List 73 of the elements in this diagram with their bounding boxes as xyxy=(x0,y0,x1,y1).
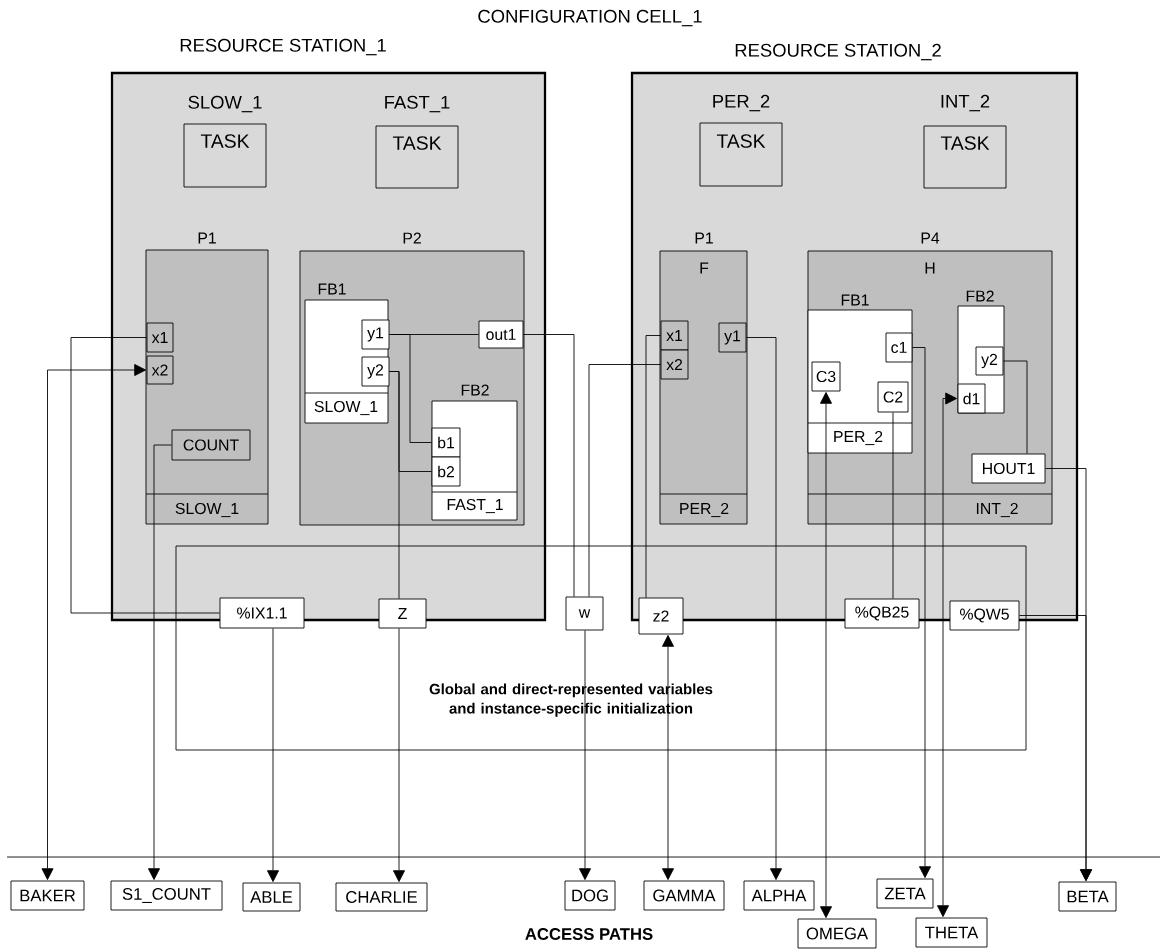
arrow xyxy=(41,364,146,881)
node-label: P1 xyxy=(695,232,713,244)
node-label: FB2 xyxy=(461,384,489,396)
port-box: x2 xyxy=(660,349,689,380)
node-label: P2 xyxy=(403,232,421,244)
arrow xyxy=(579,630,591,881)
access-path-box: THETA xyxy=(915,917,988,948)
port-box: c1 xyxy=(885,332,913,363)
variable-box: %QW5 xyxy=(949,600,1020,631)
node-label: FB1 xyxy=(318,283,346,295)
connector-line xyxy=(588,364,661,598)
arrow xyxy=(912,347,931,879)
connector-line xyxy=(645,335,661,598)
variable-box: w xyxy=(565,596,604,631)
access-path-box: DOG xyxy=(564,880,616,911)
connector-line xyxy=(523,334,575,598)
port-box: y1 xyxy=(361,319,390,350)
port-box: x2 xyxy=(146,355,174,385)
connector-line xyxy=(389,334,432,443)
port-box: C2 xyxy=(877,381,909,413)
task-box: SLOW_1 TASK xyxy=(183,95,267,188)
access-path-box: OMEGA xyxy=(797,918,877,949)
task-box: INT_2 TASK xyxy=(923,94,1007,189)
task-box: FAST_1 TASK xyxy=(375,95,459,189)
port-box: x1 xyxy=(660,320,689,351)
arrow xyxy=(937,392,958,918)
section-label: ACCESS PATHS xyxy=(525,928,653,940)
port-box: out1 xyxy=(478,320,524,349)
node-label: FAST_1 xyxy=(385,95,450,113)
port-box: y2 xyxy=(361,356,390,387)
variable-box: Z xyxy=(378,598,427,629)
node-label: FB1 xyxy=(841,294,869,306)
variable-box: COUNT xyxy=(171,429,251,461)
node-label: P4 xyxy=(921,232,940,244)
port-box: d1 xyxy=(957,383,986,414)
node-label: SLOW_1 xyxy=(188,95,262,113)
task-box: PER_2 TASK xyxy=(699,94,783,187)
connector-line xyxy=(892,412,894,599)
node-label: P1 xyxy=(198,232,216,244)
access-path-box: GAMMA xyxy=(643,880,725,911)
port-box: b1 xyxy=(431,427,461,458)
node-label: RESOURCE STATION_2 xyxy=(735,43,941,61)
node-label: RESOURCE STATION_1 xyxy=(180,38,386,56)
arrow xyxy=(820,392,832,919)
variable-box: %QB25 xyxy=(844,598,920,629)
access-path-box: ALPHA xyxy=(743,880,815,911)
variable-box: z2 xyxy=(638,597,684,635)
access-path-box: ZETA xyxy=(876,878,934,909)
port-box: b2 xyxy=(431,456,461,487)
arrow xyxy=(1019,615,1092,882)
variable-box: %IX1.1 xyxy=(219,597,305,629)
node-label: INT_2 xyxy=(941,94,990,112)
access-path-box: CHARLIE xyxy=(335,882,428,912)
access-path-box: BAKER xyxy=(10,880,85,911)
access-path-box: ABLE xyxy=(242,882,301,912)
access-path-box: S1_COUNT xyxy=(110,880,223,911)
node-label: PER_2 xyxy=(713,94,770,112)
connector-line xyxy=(70,337,220,614)
arrow xyxy=(746,337,782,881)
port-box: C3 xyxy=(811,361,841,392)
connector-line xyxy=(1003,360,1028,454)
access-path-box: BETA xyxy=(1058,881,1117,912)
connector-line xyxy=(389,371,400,599)
arrow xyxy=(662,635,674,881)
port-box: y1 xyxy=(718,322,747,353)
arrow xyxy=(148,444,172,881)
port-box: x1 xyxy=(146,322,174,353)
arrow xyxy=(393,628,405,883)
arrow xyxy=(267,628,279,883)
node-label: FB2 xyxy=(966,290,994,302)
port-box: y2 xyxy=(975,346,1004,376)
diagram-title: CONFIGURATION CELL_1 xyxy=(478,9,702,27)
port-box: HOUT1 xyxy=(971,453,1046,484)
